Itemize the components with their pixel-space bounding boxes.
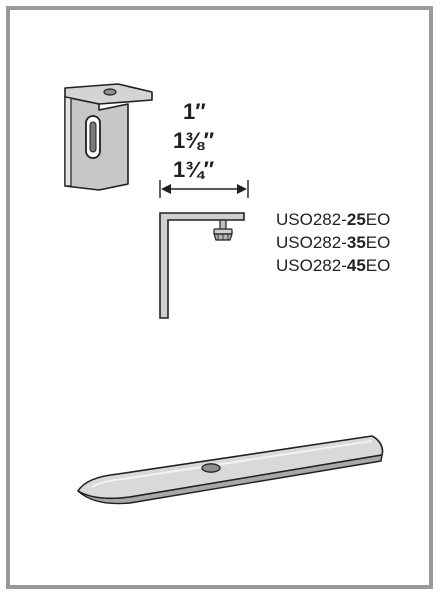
- bracket-side-edge: [64, 96, 72, 187]
- part-number-list: USO282-25EO USO282-35EO USO282-45EO: [276, 208, 390, 277]
- bracket-slot-inner: [89, 121, 97, 153]
- half-round-rail: [77, 435, 384, 505]
- part-number-45: USO282-45EO: [276, 256, 391, 275]
- dimension-label-1-3-8in: 1⅜″: [173, 128, 215, 153]
- diagram-frame: [6, 6, 433, 589]
- bracket-flange-hole: [103, 88, 117, 96]
- dimension-label-1-3-4in: 1¾″: [173, 157, 215, 182]
- part-number-35: USO282-35EO: [276, 233, 391, 252]
- part-number-25: USO282-25EO: [276, 210, 391, 229]
- profile-l-shape: [159, 212, 245, 319]
- dimension-arrow: [159, 180, 249, 198]
- dimension-label-1in: 1″: [183, 99, 206, 124]
- l-bracket-illustration: [64, 83, 153, 191]
- rail-side-shade: [77, 454, 383, 505]
- screw-icon: [213, 219, 233, 241]
- rail-hole: [201, 463, 221, 473]
- side-profile-bracket: [159, 212, 245, 319]
